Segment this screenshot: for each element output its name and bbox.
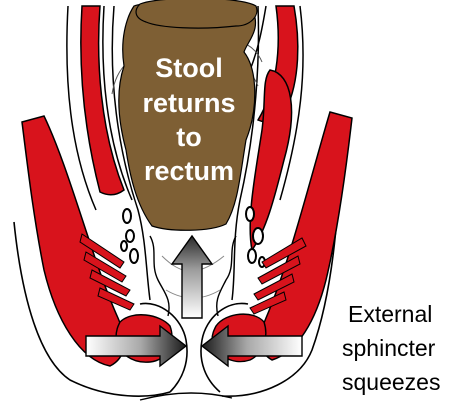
stool-top-lump: [136, 0, 257, 28]
stool-label-line-4: rectum: [144, 156, 234, 186]
sphincter-label-line-1: External: [348, 301, 432, 327]
upward-return-arrow: [172, 236, 212, 318]
stool-label-line-1: Stool: [155, 53, 223, 83]
stool-label-line-3: to: [176, 122, 201, 152]
stool-label-line-2: returns: [142, 88, 235, 118]
left-vessel-cluster: [121, 209, 138, 263]
gluteal-fold: [140, 393, 232, 400]
sphincter-label-line-2: sphincter: [342, 335, 436, 361]
sphincter-label-line-3: squeezes: [342, 369, 440, 395]
